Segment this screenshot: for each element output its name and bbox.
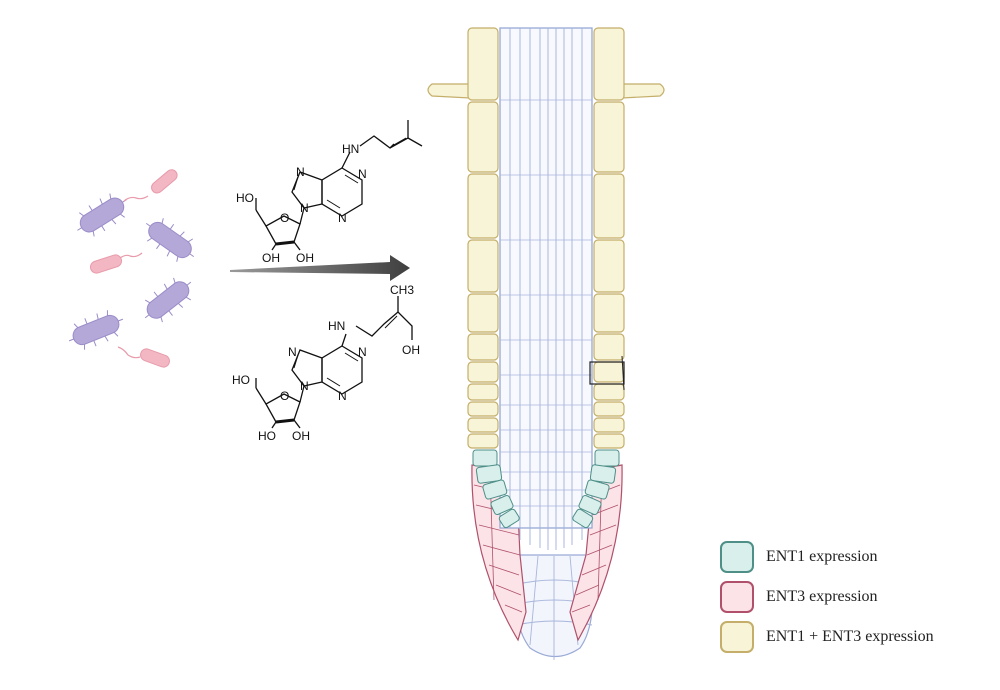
bacterium	[145, 218, 195, 262]
label-o: O	[280, 211, 289, 225]
label-ho: HO	[232, 373, 250, 387]
label-oh: OH	[402, 343, 420, 357]
legend-item-ent1: ENT1 expression	[720, 540, 934, 574]
label-ch3: CH3	[390, 283, 414, 297]
bacterium	[77, 193, 127, 237]
legend-label: ENT1 expression	[766, 548, 878, 565]
legend: ENT1 expression ENT3 expression ENT1 + E…	[720, 540, 934, 660]
ent1-cells-left	[472, 449, 520, 529]
root-hair-left	[427, 83, 471, 99]
label-ho: HO	[236, 191, 254, 205]
molecule-bottom	[255, 296, 413, 429]
label-oh: OH	[296, 251, 314, 265]
root	[427, 27, 665, 660]
epidermis-left	[467, 27, 499, 449]
bacterium-flagellated	[117, 346, 170, 368]
legend-label: ENT3 expression	[766, 588, 878, 605]
bacterium-flagellated	[89, 252, 143, 274]
molecule-top-labels: HN N N N N O HO OH OH	[236, 142, 367, 265]
label-ho: HO	[258, 429, 276, 443]
bacterium	[68, 310, 124, 350]
legend-item-ent1-ent3: ENT1 + ENT3 expression	[720, 620, 934, 654]
legend-item-ent3: ENT3 expression	[720, 580, 934, 614]
epidermis-right	[593, 27, 625, 449]
label-n: N	[296, 165, 305, 179]
label-n: N	[300, 379, 309, 393]
label-hn: HN	[342, 142, 359, 156]
legend-label: ENT1 + ENT3 expression	[766, 628, 934, 645]
legend-swatch-ent3	[720, 581, 754, 613]
legend-swatch-ent1-ent3	[720, 621, 754, 653]
label-n: N	[288, 345, 297, 359]
label-oh: OH	[262, 251, 280, 265]
label-n: N	[338, 389, 347, 403]
bacterium	[144, 277, 192, 323]
label-oh: OH	[292, 429, 310, 443]
bacteria-group	[68, 169, 195, 368]
label-hn: HN	[328, 319, 345, 333]
label-n: N	[338, 211, 347, 225]
label-n: N	[358, 167, 367, 181]
label-n: N	[358, 345, 367, 359]
transfer-arrow	[230, 255, 410, 281]
bacterium-flagellated	[123, 169, 178, 202]
legend-swatch-ent1	[720, 541, 754, 573]
highlighted-cell	[589, 361, 625, 385]
root-hair-right	[621, 83, 665, 99]
label-o: O	[280, 389, 289, 403]
molecule-top	[255, 120, 423, 251]
label-n: N	[300, 201, 309, 215]
stele	[499, 27, 593, 529]
ent1-cells-right	[572, 449, 620, 529]
molecule-bottom-labels: HN CH3 OH N N N N O HO HO OH	[232, 283, 420, 443]
